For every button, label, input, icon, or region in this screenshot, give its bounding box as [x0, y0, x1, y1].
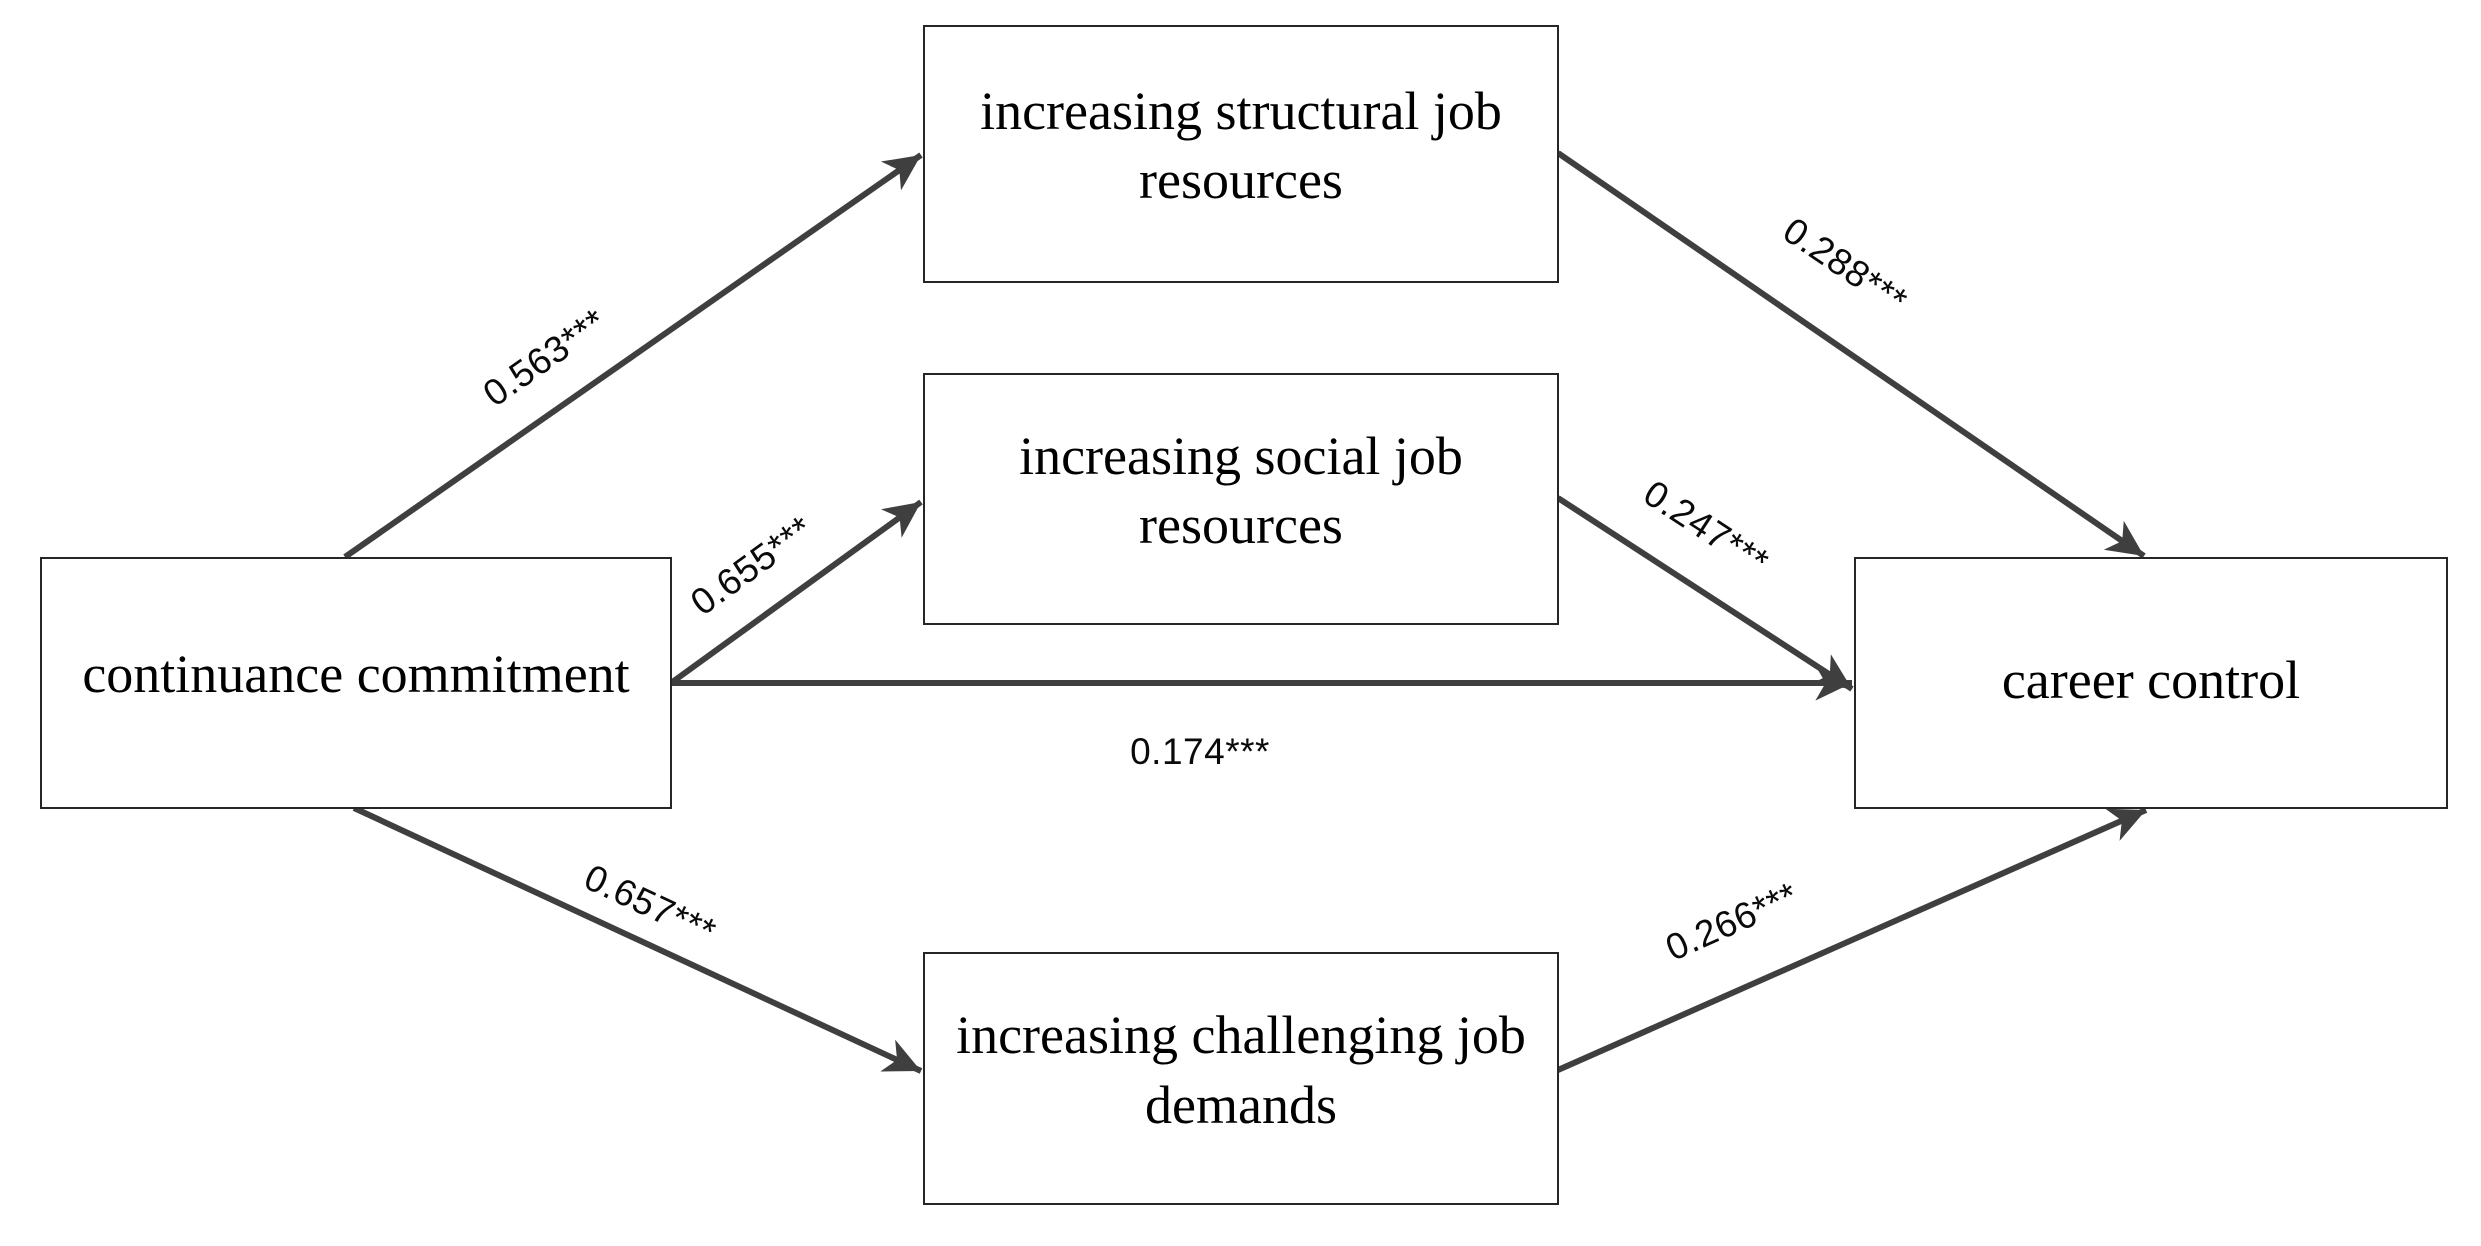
node-increasing-social-job-resources: increasing social job resources: [923, 373, 1559, 625]
arrow-predictor-to-structural: [343, 152, 923, 560]
arrow-challenging-to-outcome: [1556, 807, 2148, 1073]
node-label: career control: [2001, 650, 2301, 711]
arrow-social-to-outcome: [1556, 495, 1854, 692]
node-label: increasing social job resources: [1019, 425, 1463, 555]
path-coefficient-predictor-outcome: 0.174***: [1130, 731, 1270, 772]
node-increasing-challenging-job-demands: increasing challenging job demands: [923, 952, 1559, 1205]
node-career-control: career control: [1854, 557, 2448, 809]
node-label: increasing structural job resources: [980, 80, 1502, 210]
node-label: continuance commitment: [82, 644, 630, 705]
arrow-predictor-to-social: [669, 499, 923, 686]
node-increasing-structural-job-resources: increasing structural job resources: [923, 25, 1559, 283]
node-label: increasing challenging job demands: [956, 1005, 1526, 1135]
arrow-predictor-to-challenging: [352, 805, 923, 1074]
node-continuance-commitment: continuance commitment: [40, 557, 672, 809]
arrow-structural-to-outcome: [1556, 150, 2146, 559]
